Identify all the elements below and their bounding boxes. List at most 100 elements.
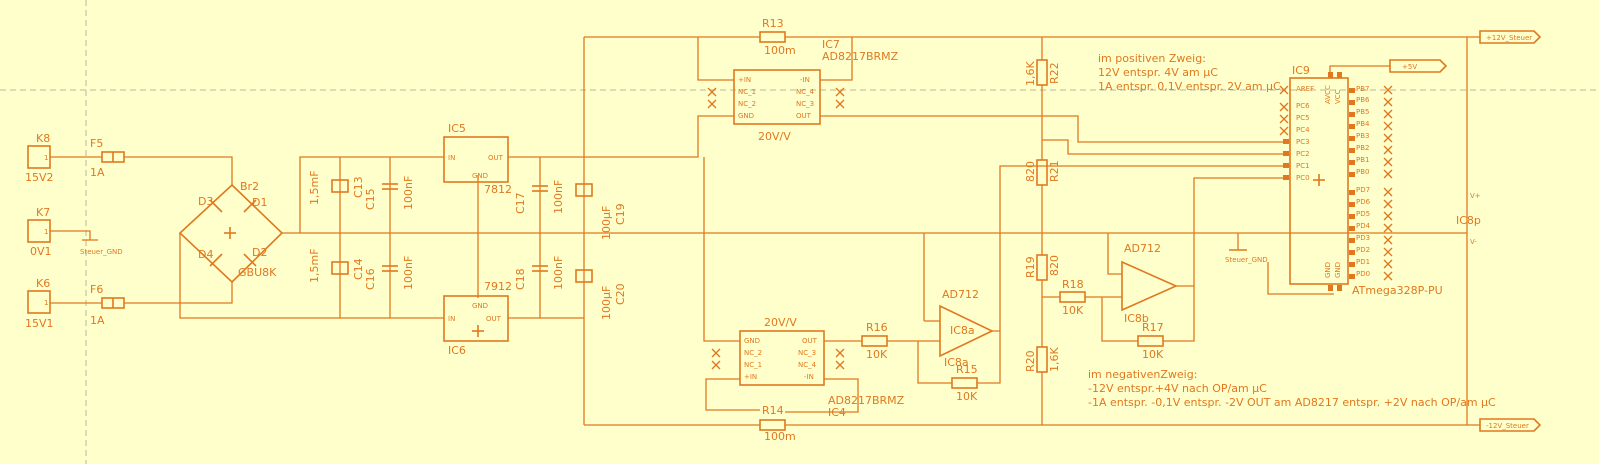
svg-text:NC_3: NC_3 [796, 100, 814, 108]
svg-text:K6: K6 [36, 277, 50, 290]
svg-text:GND: GND [744, 337, 760, 345]
svg-text:PD0: PD0 [1356, 270, 1370, 278]
svg-text:R22: R22 [1048, 62, 1061, 84]
opamp-power-ic8p[interactable]: IC8p V+ V- [1456, 192, 1481, 246]
resistor-r14[interactable]: R14 100m [759, 404, 796, 443]
svg-text:D2: D2 [252, 246, 267, 259]
svg-text:NC_4: NC_4 [798, 361, 817, 369]
regulator-ic5[interactable]: IN GND OUT IC5 7812 [443, 122, 512, 196]
gnd-wire [1267, 262, 1334, 295]
plus12-net-label: +12V_Steuer [1479, 30, 1542, 44]
ground-symbol: Steuer_GND [1225, 233, 1268, 264]
resistor-r22[interactable]: 1,6K R22 [1024, 59, 1061, 86]
svg-text:+5V: +5V [1402, 63, 1417, 71]
svg-text:C20: C20 [614, 283, 627, 305]
svg-text:F5: F5 [90, 137, 103, 150]
svg-text:NC_1: NC_1 [744, 361, 762, 369]
svg-text:+IN: +IN [738, 76, 751, 84]
svg-text:Br2: Br2 [240, 180, 259, 193]
resistor-r18[interactable]: R18 10K [1059, 278, 1086, 317]
capacitor-c19[interactable]: 100µF C19 [575, 183, 627, 240]
svg-text:100µF: 100µF [600, 206, 613, 240]
svg-text:1: 1 [44, 228, 48, 236]
svg-text:PB4: PB4 [1356, 120, 1370, 128]
resistor-r17[interactable]: R17 10K [1137, 321, 1164, 361]
svg-text:AVCC: AVCC [1324, 85, 1332, 104]
svg-text:+IN: +IN [744, 373, 757, 381]
svg-text:1,6K: 1,6K [1024, 61, 1037, 86]
svg-text:GND: GND [472, 302, 488, 310]
rail-wires [300, 37, 1467, 425]
svg-text:C15: C15 [364, 188, 377, 210]
regulator-ic6[interactable]: IN GND OUT IC6 7912 [443, 280, 512, 357]
current-sense-ic4[interactable]: GND NC_2 NC_1 +IN OUT NC_3 NC_4 -IN 20V/… [739, 316, 905, 419]
svg-text:AD712: AD712 [942, 288, 979, 301]
connector-k8[interactable]: K8 1 15V2 [25, 132, 54, 184]
capacitor-c14[interactable]: 1,5mF C14 [308, 248, 365, 283]
svg-text:C17: C17 [514, 192, 527, 214]
svg-text:R15: R15 [956, 363, 978, 376]
svg-text:IC8b: IC8b [1124, 312, 1149, 325]
svg-text:PD4: PD4 [1356, 222, 1371, 230]
svg-text:IC9: IC9 [1292, 64, 1310, 77]
capacitor-c16[interactable]: C16 100nF [364, 256, 415, 290]
capacitor-c18[interactable]: C18 100nF [514, 256, 565, 290]
svg-text:R14: R14 [762, 404, 784, 417]
svg-text:C18: C18 [514, 268, 527, 290]
svg-text:R20: R20 [1024, 350, 1037, 372]
resistor-r21[interactable]: 820 R21 [1024, 159, 1061, 186]
svg-text:100nF: 100nF [402, 256, 415, 290]
ic8b-wires [1042, 177, 1290, 342]
svg-text:C14: C14 [352, 258, 365, 280]
svg-text:PB5: PB5 [1356, 108, 1369, 116]
svg-text:R17: R17 [1142, 321, 1164, 334]
connector-k7[interactable]: K7 1 0V1 [27, 206, 52, 258]
resistor-r16[interactable]: R16 10K [861, 321, 888, 361]
svg-text:IN: IN [448, 154, 455, 162]
svg-text:GBU8K: GBU8K [238, 266, 277, 279]
svg-text:-IN: -IN [800, 76, 810, 84]
capacitor-c17[interactable]: C17 100nF [514, 180, 565, 214]
svg-text:100m: 100m [764, 430, 796, 443]
current-sense-ic7[interactable]: +IN NC_1 NC_2 GND -IN NC_4 NC_3 OUT IC7 … [733, 38, 899, 143]
note-positive-branch: im positiven Zweig: 12V entspr. 4V am µC… [1098, 52, 1281, 93]
microcontroller-ic9[interactable]: IC9 ATmega328P-PU AREF PC6 PC5 PC4 PC3 P… [1289, 64, 1443, 297]
svg-text:100µF: 100µF [600, 286, 613, 320]
svg-text:VCC: VCC [1334, 89, 1342, 104]
plus5-net-label: +5V [1329, 59, 1448, 73]
opamp-ic8a[interactable]: IC8a AD712 IC8a [939, 288, 994, 369]
bridge-rectifier-br2[interactable]: Br2 D3 D1 D4 D2 GBU8K [178, 180, 284, 284]
svg-text:IC6: IC6 [448, 344, 466, 357]
svg-text:AREF: AREF [1296, 85, 1314, 93]
svg-text:1A: 1A [90, 314, 105, 327]
svg-text:-12V_Steuer: -12V_Steuer [1486, 422, 1529, 430]
svg-text:OUT: OUT [488, 154, 504, 162]
svg-text:100nF: 100nF [552, 256, 565, 290]
ic9-nc-markers [1279, 85, 1393, 281]
ic9-pin-markers [1283, 72, 1355, 291]
fuse-f5[interactable]: F5 1A [90, 137, 125, 179]
svg-text:PD2: PD2 [1356, 246, 1370, 254]
resistor-r19[interactable]: R19 820 [1024, 254, 1061, 281]
svg-text:V+: V+ [1470, 192, 1481, 200]
gnd-label-k7: Steuer_GND [80, 248, 123, 256]
svg-text:1A: 1A [90, 166, 105, 179]
connector-k6[interactable]: K6 1 15V1 [25, 277, 54, 330]
opamp-ic8b[interactable]: AD712 IC8b [1121, 242, 1178, 325]
svg-text:PB1: PB1 [1356, 156, 1369, 164]
capacitor-c15[interactable]: C15 100nF [364, 176, 415, 210]
svg-text:1A entspr. 0,1V entspr. 2V am: 1A entspr. 0,1V entspr. 2V am µC [1098, 80, 1281, 93]
svg-text:K8: K8 [36, 132, 50, 145]
resistor-r20[interactable]: R20 1,6K [1024, 346, 1061, 373]
svg-text:-12V entspr.+4V nach OP/am µC: -12V entspr.+4V nach OP/am µC [1088, 382, 1267, 395]
svg-text:IC7: IC7 [822, 38, 840, 51]
svg-text:AD712: AD712 [1124, 242, 1161, 255]
fuse-f6[interactable]: F6 1A [90, 283, 125, 327]
ic8a-wires [887, 165, 1290, 384]
capacitor-c13[interactable]: 1,5mF C13 [308, 170, 365, 205]
capacitor-c20[interactable]: 100µF C20 [575, 269, 627, 320]
resistor-r13[interactable]: R13 100m [759, 17, 796, 57]
resistor-r15[interactable]: R15 10K [951, 363, 978, 403]
svg-text:IC8a: IC8a [950, 324, 975, 337]
